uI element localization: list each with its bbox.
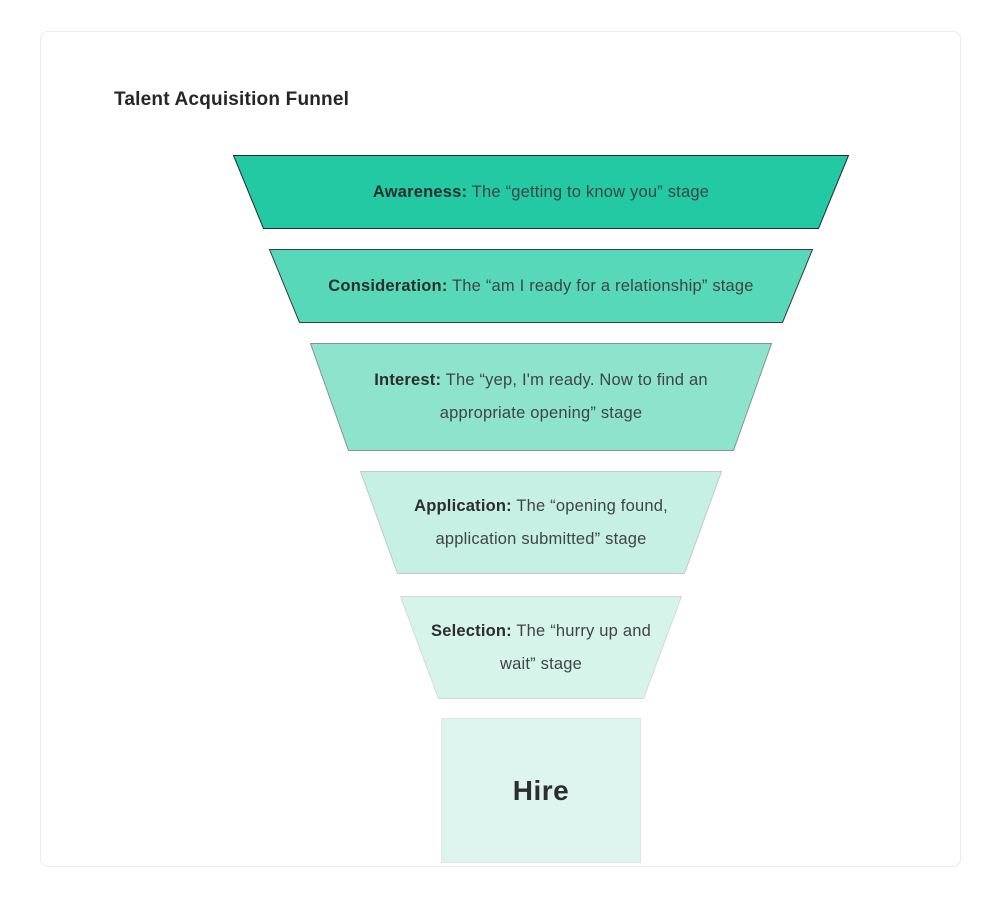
funnel-stage-selection: Selection: The “hurry up and wait” stage	[400, 596, 682, 699]
stage-description: The “yep, I'm ready. Now to find an appr…	[439, 371, 708, 422]
stage-label: Awareness:	[372, 182, 468, 201]
stage-text: Hire	[441, 718, 641, 863]
stage-description: The “am I ready for a relationship” stag…	[452, 276, 754, 295]
trapezoid-shape	[269, 249, 813, 323]
funnel-stage-application: Application: The “opening found, applica…	[360, 471, 722, 574]
trapezoid-shape	[233, 155, 849, 229]
chart-title: Talent Acquisition Funnel	[114, 89, 350, 110]
funnel-stage-consideration: Consideration: The “am I ready for a rel…	[269, 249, 813, 323]
funnel-stage-interest: Interest: The “yep, I'm ready. Now to fi…	[310, 343, 772, 451]
funnel-stage-shape	[269, 249, 813, 323]
funnel-stage-shape	[310, 343, 772, 451]
stage-text: Awareness: The “getting to know you” sta…	[233, 155, 849, 229]
stage-label: Application:	[414, 496, 512, 515]
trapezoid-shape	[400, 596, 682, 699]
trapezoid-shape	[360, 471, 722, 574]
funnel-stage-shape	[233, 155, 849, 229]
stage-description: The “hurry up and wait” stage	[500, 621, 651, 673]
stage-description: The “opening found, application submitte…	[435, 496, 668, 548]
rectangle-shape	[441, 718, 641, 863]
trapezoid-shape	[310, 343, 772, 451]
funnel-stage-awareness: Awareness: The “getting to know you” sta…	[233, 155, 849, 229]
funnel-stage-shape	[360, 471, 722, 574]
stage-label: Selection:	[431, 621, 512, 640]
funnel-stage-shape	[400, 596, 682, 699]
funnel-stage-shape	[441, 718, 641, 863]
stage-label: Consideration:	[328, 276, 448, 295]
funnel-stage-hire: Hire	[441, 718, 641, 863]
stage-text: Selection: The “hurry up and wait” stage	[400, 596, 682, 699]
funnel-card: Talent Acquisition Funnel Awareness: The…	[40, 31, 961, 867]
stage-text: Consideration: The “am I ready for a rel…	[269, 249, 813, 323]
stage-text: Interest: The “yep, I'm ready. Now to fi…	[310, 343, 772, 451]
hire-label: Hire	[512, 774, 570, 806]
stage-text: Application: The “opening found, applica…	[360, 471, 722, 574]
stage-label: Interest:	[374, 371, 442, 389]
stage-description: The “getting to know you” stage	[471, 182, 710, 201]
